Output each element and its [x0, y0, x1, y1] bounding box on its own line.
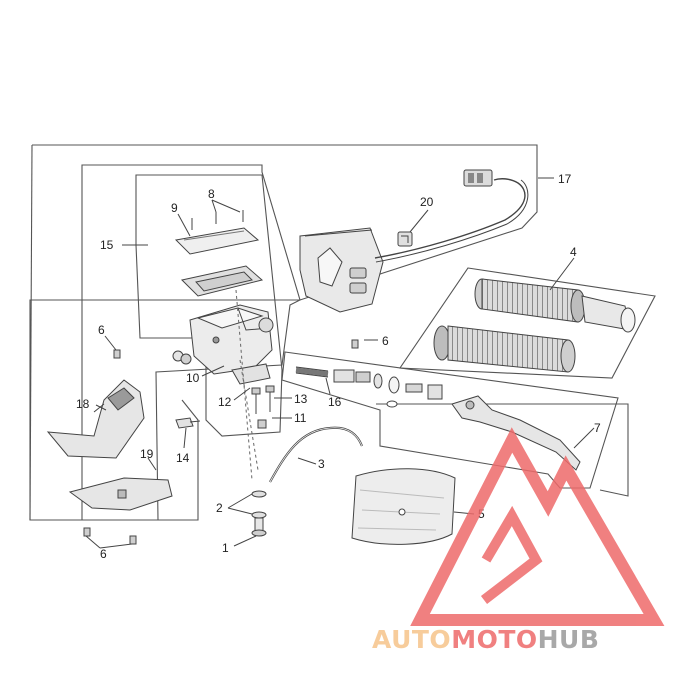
- callout-9: 9: [171, 201, 178, 215]
- callout-labels: 17 20 4 15 9 8 6 6 10 18 12 13 16 11 14 …: [76, 172, 601, 561]
- callout-6a: 6: [98, 323, 105, 337]
- callout-14: 14: [176, 451, 190, 465]
- hand-guard-18: [46, 379, 145, 459]
- brake-lever-7: [451, 395, 581, 471]
- callout-7: 7: [594, 421, 601, 435]
- callout-12: 12: [218, 395, 232, 409]
- callout-8: 8: [208, 187, 215, 201]
- cover-19: [68, 477, 173, 511]
- cable-3: [269, 426, 364, 483]
- piston-set-16: [295, 366, 443, 408]
- callout-20: 20: [420, 195, 434, 209]
- frame-master-cylinder: [135, 174, 283, 437]
- outer-frame: [29, 144, 538, 521]
- callout-3: 3: [318, 457, 325, 471]
- callout-1: 1: [222, 541, 229, 555]
- callout-15: 15: [100, 238, 114, 252]
- watermark-logo-mark: [410, 427, 665, 626]
- callout-6c: 6: [100, 547, 107, 561]
- callout-11: 11: [294, 411, 307, 425]
- callout-2: 2: [216, 501, 223, 515]
- wire-harness-17: [374, 178, 526, 259]
- callout-19: 19: [140, 447, 154, 461]
- callout-16: 16: [328, 395, 342, 409]
- switch-housing-17: [299, 227, 384, 313]
- clamp-12: [231, 363, 271, 385]
- frame-15: [81, 164, 301, 521]
- callout-5: 5: [478, 507, 485, 521]
- callout-10: 10: [186, 371, 200, 385]
- callout-13: 13: [294, 392, 308, 406]
- frame-lever: [281, 351, 619, 489]
- grips-4: [433, 278, 636, 373]
- outer-frame-left: [29, 144, 33, 521]
- callout-18: 18: [76, 397, 90, 411]
- frame-grips: [398, 267, 656, 379]
- reservoir-cap-9: [174, 227, 260, 255]
- callout-17: 17: [558, 172, 572, 186]
- callout-6b: 6: [382, 334, 389, 348]
- assembly-frames: [29, 144, 656, 521]
- clip-20: [397, 231, 413, 247]
- screws-6: [83, 339, 359, 545]
- callout-4: 4: [570, 245, 577, 259]
- watermark-text: AUTOMOTOHUB: [372, 625, 599, 654]
- automotohub-watermark: AUTOMOTOHUB: [372, 427, 665, 654]
- master-cylinder-group: [172, 210, 275, 481]
- banjo-bolt-1-2: [251, 490, 267, 537]
- leader-lines: [85, 177, 595, 549]
- switch-14: [175, 417, 194, 429]
- frame-lever-inner: [376, 403, 629, 497]
- connector-17: [463, 169, 493, 187]
- lever-cover-5: [351, 468, 456, 545]
